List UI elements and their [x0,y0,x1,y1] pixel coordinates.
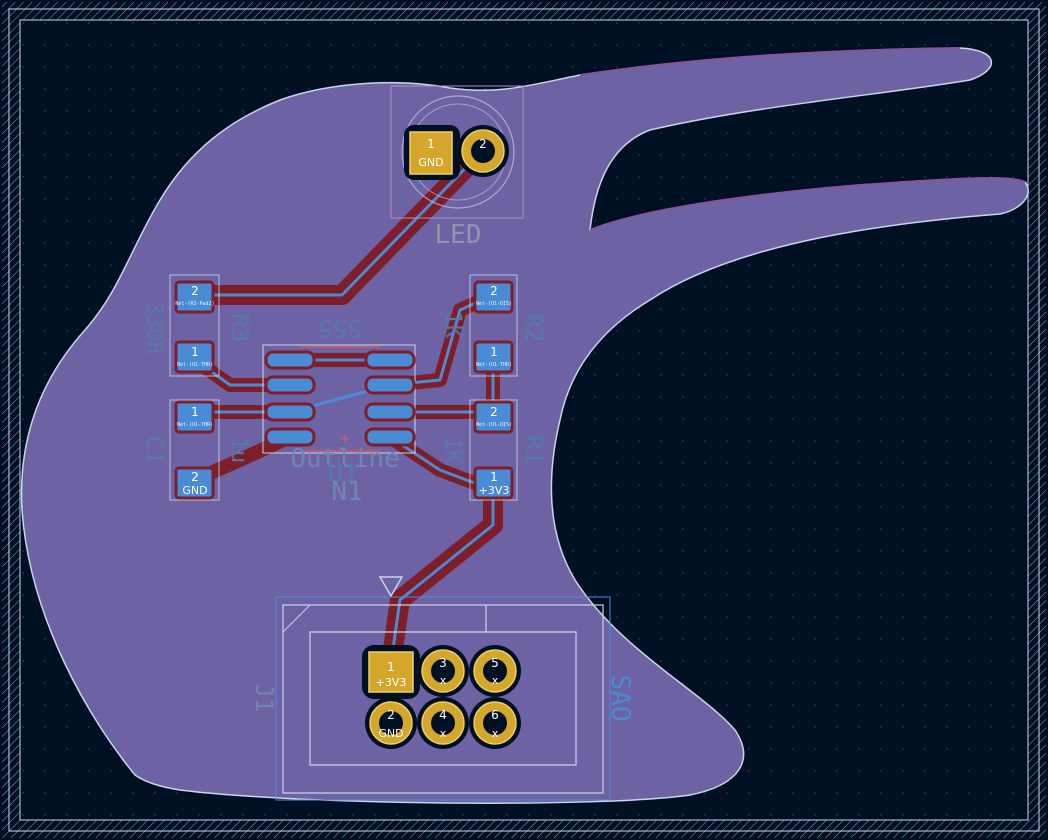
sao-label: SAO [605,675,635,722]
led-pad-2-number: 2 [479,137,487,151]
u1-ref-label: U1 [327,459,358,489]
beak-slit-edge [589,177,1026,231]
r1-footprint[interactable]: 2 Net-(U1-DIS) 1 +3V3 R1 1K [440,399,548,501]
r1-pad-1-net: +3V3 [479,484,510,497]
c1-pad-2-number: 2 [191,470,199,484]
r1-pad-1[interactable] [473,466,514,500]
r2-ref-label: R2 [520,314,548,343]
r1-value-label: 1K [440,437,465,464]
j1-pad-6-net: x [492,727,499,740]
r3-pad-2-net: Net-(R3-Pad2) [175,301,214,307]
c1-pad-2[interactable] [174,466,215,500]
u1-pad-3[interactable] [264,402,316,422]
r2-footprint[interactable]: 2 Net-(U1-DIS) 1 Net-(U1-THR) R2 1K [440,274,548,377]
c1-pad-2-net: GND [182,484,207,497]
j1-pad-5-number: 5 [491,656,499,670]
c1-footprint[interactable]: 1 Net-(U1-THR) 2 GND 1u C1 [141,399,251,501]
board-copper-pour [20,47,1029,804]
r1-pad-2-net: Net-(U1-DIS) [476,422,512,428]
c1-pad-1-number: 1 [191,405,199,419]
r1-pad-2-number: 2 [490,405,498,419]
r3-pad-1-number: 1 [191,345,199,359]
j1-pad-4-number: 4 [439,708,447,722]
j1-pad-2-number: 2 [387,708,395,722]
n1-label: N1 [331,477,362,507]
u1-pad-2[interactable] [264,375,316,395]
r2-pad-1-net: Net-(U1-THR) [476,362,512,368]
u1-pad-8[interactable] [364,350,416,370]
r2-pad-1[interactable] [473,340,514,374]
pin1-marker-icon [378,576,404,598]
j1-footprint[interactable]: 1 +3V3 3 x 5 x 2 GND 4 x 6 x J1 SAO [250,576,635,801]
u1-pad-6[interactable] [364,402,416,422]
r2-pad-2[interactable] [473,280,514,314]
outline-label: Outline [290,444,400,474]
r3-value-label: 330R [141,302,166,356]
r3-pad-2-number: 2 [191,284,199,298]
led-silk-label: LED [435,220,482,250]
j1-pad-1-net: +3V3 [376,676,407,689]
u1-pad-4[interactable] [264,427,316,447]
u1-pad-7[interactable] [364,375,416,395]
r1-pad-2[interactable] [473,400,514,434]
origin-marker-icon: + [339,431,351,447]
r3-pad-1[interactable] [174,340,215,374]
r3-pad-2[interactable] [174,280,215,314]
led-pad-1-number: 1 [427,137,435,151]
u1-value-label: 555 [318,314,361,342]
led-footprint[interactable]: 1 GND 2 LED [390,85,524,250]
c1-pad-1-net: Net-(U1-THR) [177,422,213,428]
r3-ref-label: R3 [226,314,254,343]
j1-pad-2-net: GND [378,727,403,740]
c1-ref-label: C1 [141,436,169,465]
led-pad-1[interactable] [409,131,453,175]
u1-pad-5[interactable] [364,427,416,447]
j1-pad-1-number: 1 [387,660,395,674]
r3-pad-1-net: Net-(U1-THR) [177,362,213,368]
r1-pad-1-number: 1 [490,470,498,484]
c1-pad-1[interactable] [174,400,215,434]
u1-footprint[interactable]: 555 Outline U1 N1 + [262,314,416,507]
r2-pad-2-number: 2 [490,284,498,298]
r2-pad-2-net: Net-(U1-DIS) [476,301,512,307]
j1-pad-4-net: x [440,727,447,740]
u1-pad-1[interactable] [264,350,316,370]
beak-top-edge [579,47,961,76]
j1-pad-6-number: 6 [491,708,499,722]
j1-pad-1[interactable] [368,651,414,693]
j1-pad-3-number: 3 [439,656,447,670]
c1-value-label: 1u [226,437,251,464]
r2-pad-1-number: 1 [490,345,498,359]
j1-pad-5-net: x [492,674,499,687]
j1-ref-label: J1 [250,684,278,713]
r2-value-label: 1K [440,312,465,339]
j1-pad-3-net: x [440,674,447,687]
led-pad-1-net: GND [418,156,443,169]
r1-ref-label: R1 [520,436,548,465]
r3-footprint[interactable]: 2 Net-(R3-Pad2) 1 Net-(U1-THR) R3 330R [141,274,254,377]
